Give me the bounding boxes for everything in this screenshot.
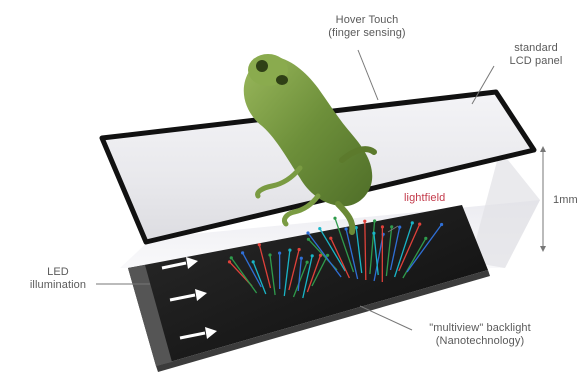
light-ray-tip bbox=[241, 251, 245, 255]
led-line1: LED bbox=[47, 266, 69, 278]
light-ray bbox=[334, 217, 355, 273]
light-ray-tip bbox=[278, 251, 282, 255]
lcd-panel-line1: standard bbox=[514, 42, 558, 54]
light-ray-tip bbox=[227, 260, 232, 264]
light-ray bbox=[306, 255, 322, 293]
light-volume-side bbox=[470, 150, 540, 268]
light-ray bbox=[230, 257, 258, 294]
led-label: LED illumination bbox=[18, 266, 98, 292]
light-ray-tip bbox=[251, 260, 255, 264]
lightfield-label: lightfield bbox=[404, 192, 446, 204]
backlight-line1: "multiview" backlight bbox=[429, 322, 531, 334]
light-ray bbox=[283, 250, 291, 297]
light-ray-tip bbox=[318, 227, 322, 231]
light-ray bbox=[373, 234, 384, 282]
light-ray-tip bbox=[268, 253, 272, 257]
led-arrow-icon bbox=[161, 257, 198, 270]
backlight-line2: (Nanotechnology) bbox=[435, 335, 525, 347]
light-ray bbox=[242, 252, 262, 288]
light-ray-tip bbox=[306, 231, 310, 235]
light-ray bbox=[369, 220, 376, 275]
dimension-arrow bbox=[540, 146, 546, 252]
light-ray-tip bbox=[373, 219, 377, 223]
light-ray-tip bbox=[424, 236, 428, 240]
light-ray-tip bbox=[305, 260, 309, 264]
lcd-frame bbox=[99, 89, 537, 245]
led-arrows bbox=[161, 257, 217, 340]
light-ray bbox=[252, 261, 267, 295]
light-ray-tip bbox=[306, 237, 310, 241]
light-ray-tip bbox=[418, 222, 422, 226]
lcd-panel-label: standard LCD panel bbox=[494, 42, 578, 68]
led-line2: illumination bbox=[29, 279, 87, 291]
light-ray-tip bbox=[257, 243, 261, 247]
light-ray bbox=[269, 254, 276, 296]
light-ray-tip bbox=[288, 248, 292, 252]
backlight-leader bbox=[359, 305, 413, 331]
light-ray bbox=[389, 226, 401, 271]
light-ray bbox=[307, 232, 342, 278]
light-rays bbox=[227, 216, 444, 299]
light-ray-tip bbox=[410, 221, 414, 225]
hover-touch-leader bbox=[357, 49, 379, 101]
light-ray-tip bbox=[380, 225, 384, 229]
backlight-plate-edge bbox=[156, 270, 490, 372]
light-ray bbox=[288, 249, 300, 291]
light-ray-tip bbox=[372, 231, 376, 235]
backlight-plate bbox=[128, 205, 488, 366]
light-ray-tip bbox=[398, 225, 402, 229]
light-ray-tip bbox=[390, 225, 394, 229]
light-ray bbox=[258, 244, 272, 289]
dimension-label: 1mm bbox=[553, 194, 578, 206]
light-ray-tip bbox=[440, 222, 444, 227]
light-ray-tip bbox=[329, 236, 333, 240]
hover-touch-line1: Hover Touch bbox=[335, 14, 399, 26]
light-ray-tip bbox=[318, 253, 323, 257]
light-ray bbox=[297, 258, 302, 292]
light-ray-tip bbox=[363, 219, 367, 223]
light-ray bbox=[406, 224, 443, 273]
leader-lines bbox=[96, 49, 495, 331]
led-arrow-icon bbox=[169, 289, 207, 302]
led-strip bbox=[128, 265, 172, 366]
light-ray bbox=[373, 233, 379, 276]
light-ray-tip bbox=[299, 256, 303, 260]
backlight-label: "multiview" backlight (Nanotechnology) bbox=[410, 322, 550, 348]
hover-touch-line2: (finger sensing) bbox=[328, 27, 406, 39]
light-ray bbox=[302, 255, 313, 299]
hover-touch-label: Hover Touch (finger sensing) bbox=[312, 14, 422, 40]
light-ray bbox=[345, 228, 359, 280]
light-ray-tip bbox=[326, 253, 330, 257]
light-ray bbox=[385, 226, 393, 277]
led-arrow-icon bbox=[179, 327, 217, 340]
light-ray bbox=[330, 237, 350, 279]
light-ray-tip bbox=[354, 226, 358, 230]
light-ray-tip bbox=[310, 254, 314, 258]
light-ray bbox=[355, 227, 363, 274]
light-ray-tip bbox=[229, 256, 233, 260]
light-ray bbox=[398, 223, 421, 272]
light-ray-tip bbox=[297, 247, 301, 252]
light-ray bbox=[364, 221, 367, 281]
light-ray bbox=[319, 228, 346, 272]
light-ray bbox=[393, 222, 413, 278]
lightfield-leader bbox=[387, 225, 399, 233]
frog-hologram-icon bbox=[243, 54, 377, 235]
light-ray-tip bbox=[333, 216, 337, 220]
light-ray bbox=[292, 261, 308, 298]
lcd-panel-line2: LCD panel bbox=[509, 55, 563, 67]
lcd-panel-leader bbox=[471, 65, 495, 105]
light-ray bbox=[311, 255, 329, 287]
light-ray-tip bbox=[344, 227, 348, 231]
